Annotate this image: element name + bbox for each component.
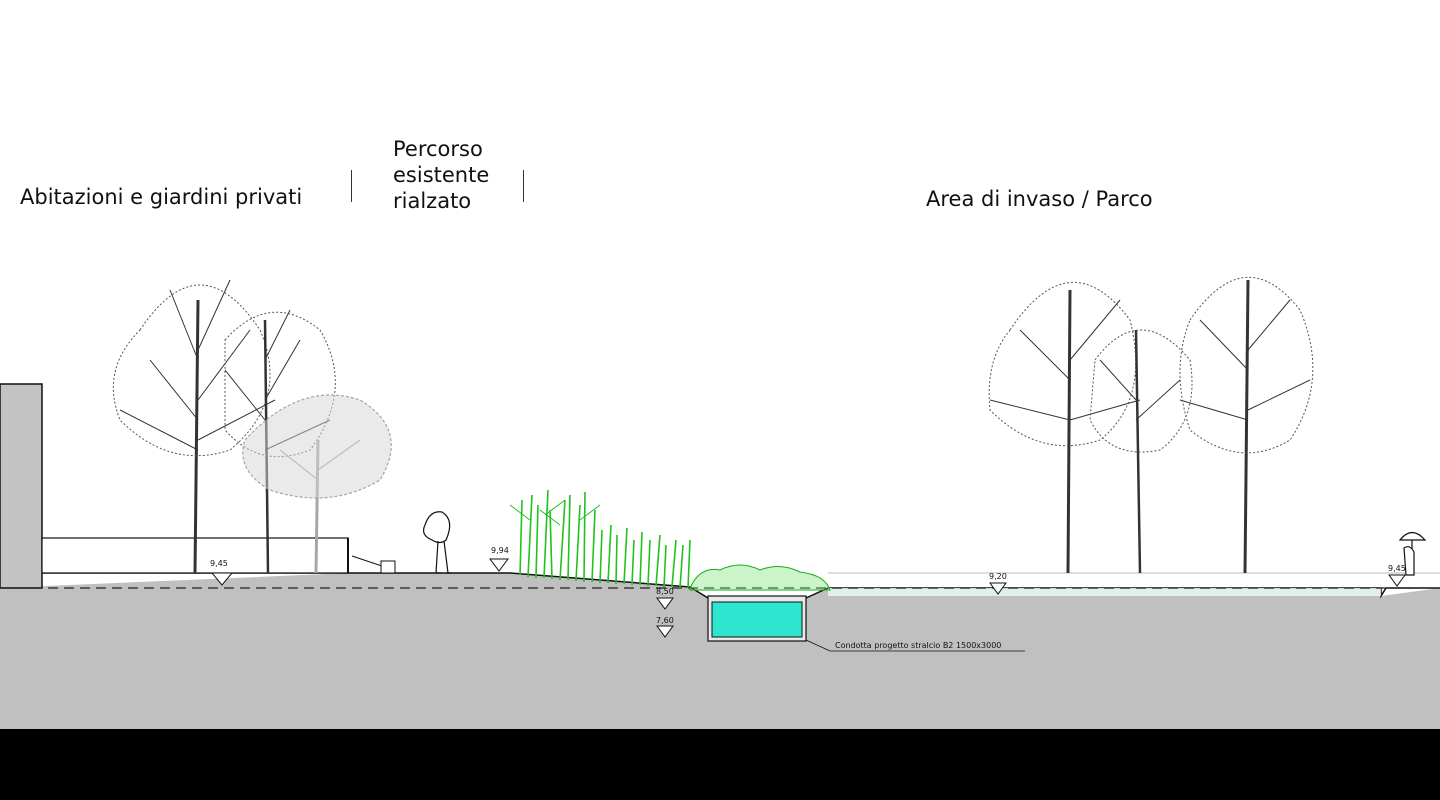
path-steps [351, 555, 383, 573]
tree-dark-right-3 [1179, 276, 1314, 574]
person-silhouette [422, 511, 452, 574]
zone-label-raised-path: Percorso esistente rialzato [393, 136, 489, 214]
elevation-marker-ditch-bottom: 7,60 [656, 616, 674, 638]
zone-divider-left [351, 170, 352, 202]
shrub-vegetation [689, 564, 831, 591]
elevation-triangle-icon [489, 558, 509, 572]
park-water-level [828, 588, 1381, 596]
tree-light-left [242, 394, 392, 574]
culvert-leader-line [805, 639, 1025, 652]
reed-vegetation [509, 489, 691, 589]
tree-dark-right-2 [1089, 329, 1193, 574]
culvert-water [711, 601, 803, 638]
elevation-marker-right-edge: 9,45 [1388, 564, 1406, 587]
zone-label-private-gardens: Abitazioni e giardini privati [20, 185, 303, 209]
elevation-marker-ditch-top: 8,50 [656, 587, 674, 610]
bottom-black-band [0, 729, 1440, 800]
elevation-triangle-icon [989, 582, 1007, 595]
elevation-value-garden: 9,45 [210, 559, 228, 568]
person-with-umbrella [1398, 531, 1427, 576]
elevation-triangle-icon [1388, 574, 1406, 587]
raised-path-line-2: esistente [393, 163, 490, 187]
elevation-value-park: 9,20 [989, 572, 1007, 581]
elevation-triangle-icon [656, 625, 674, 638]
elevation-triangle-icon [210, 572, 234, 586]
zone-label-park: Area di invaso / Parco [926, 187, 1153, 211]
ground-section [0, 573, 1440, 729]
elevation-value-ditch-top: 8,50 [656, 587, 674, 596]
elevation-marker-park: 9,20 [989, 572, 1007, 595]
elevation-value-right-edge: 9,45 [1388, 564, 1406, 573]
tree-dark-right-1 [988, 282, 1141, 574]
zone-divider-right [523, 170, 524, 202]
cross-section-drawing: Condotta progetto stralcio B2 1500x3000 … [0, 276, 1440, 729]
elevation-triangle-icon [656, 597, 674, 610]
elevation-value-path: 9,94 [491, 546, 509, 555]
path-step-block [380, 560, 396, 574]
raised-path-line-3: rialzato [393, 189, 472, 213]
culvert-note: Condotta progetto stralcio B2 1500x3000 [835, 641, 1001, 650]
elevation-marker-path: 9,94 [489, 546, 509, 572]
elevation-value-ditch-bottom: 7,60 [656, 616, 674, 625]
raised-path-line-1: Percorso [393, 137, 483, 161]
elevation-marker-garden: 9,45 [210, 559, 234, 586]
building-wall [0, 383, 43, 589]
tree-dark-left [112, 279, 276, 574]
